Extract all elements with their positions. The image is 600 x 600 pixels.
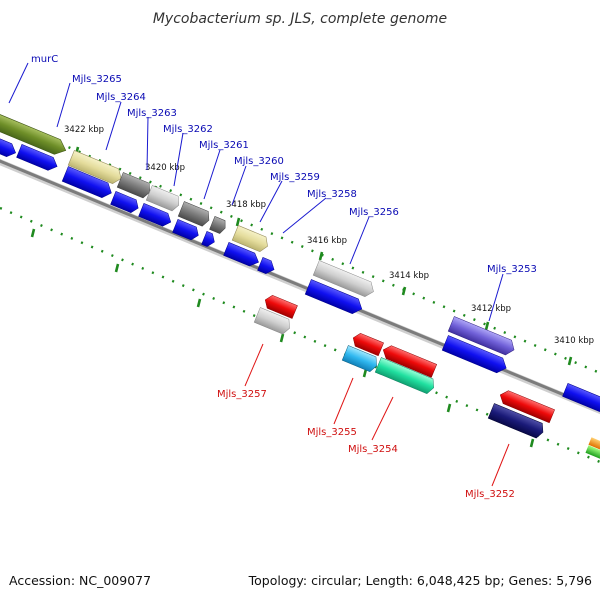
gene-label-Mjls_3260[interactable]: Mjls_3260: [234, 156, 284, 167]
scale-label-3412: 3412 kbp: [471, 304, 511, 314]
gene-label-Mjls_3259[interactable]: Mjls_3259: [270, 172, 320, 183]
gene-label-Mjls_3254[interactable]: Mjls_3254: [348, 444, 398, 455]
gene-arrow-blue-7[interactable]: [201, 231, 218, 248]
gene-label-Mjls_3253[interactable]: Mjls_3253: [487, 264, 537, 275]
gene-arrow-blue-8[interactable]: [223, 242, 262, 268]
gene-label-Mjls_3262[interactable]: Mjls_3262: [163, 124, 213, 135]
scale-labels: 3422 kbp 3420 kbp 3418 kbp 3416 kbp 3414…: [64, 125, 594, 346]
gene-labels-reverse: Mjls_3257 Mjls_3255 Mjls_3254 Mjls_3252: [217, 389, 515, 500]
accession-text: Accession: NC_009077: [9, 573, 151, 588]
gene-arrow-blue-2[interactable]: [16, 144, 60, 173]
gene-label-Mjls_3258[interactable]: Mjls_3258: [307, 189, 357, 200]
backbone: [0, 158, 600, 415]
leader-lines-reverse: [244, 343, 510, 487]
gene-murC-feature[interactable]: [0, 107, 69, 158]
gene-label-Mjls_3257[interactable]: Mjls_3257: [217, 389, 267, 400]
scale-label-3420: 3420 kbp: [145, 163, 185, 173]
gene-Mjls_3263-feature[interactable]: [145, 185, 182, 212]
gene-label-Mjls_3264[interactable]: Mjls_3264: [96, 92, 146, 103]
gene-arrow-red-3[interactable]: [381, 343, 438, 378]
scale-label-3422: 3422 kbp: [64, 125, 104, 135]
scale-ring-upper: [27, 128, 600, 375]
gene-arrow-red-1[interactable]: [263, 293, 298, 319]
gene-arrow-blue-1[interactable]: [0, 134, 18, 160]
gene-label-Mjls_3256[interactable]: Mjls_3256: [349, 207, 399, 218]
gene-fragment-orange[interactable]: [588, 437, 600, 457]
gene-Mjls_3264-feature[interactable]: [116, 172, 153, 199]
gene-arrow-blue-11[interactable]: [441, 335, 509, 375]
gene-label-Mjls_3255[interactable]: Mjls_3255: [307, 427, 357, 438]
scale-label-3418: 3418 kbp: [226, 200, 266, 210]
gene-Mjls_3255-feature[interactable]: [341, 345, 380, 373]
gene-arrow-blue-10[interactable]: [304, 279, 365, 316]
genome-summary-text: Topology: circular; Length: 6,048,425 bp…: [248, 573, 592, 588]
gene-Mjls_3253-feature[interactable]: [447, 316, 517, 357]
gene-arrow-red-2[interactable]: [351, 331, 384, 357]
gene-Mjls_3259-feature[interactable]: [231, 225, 270, 253]
scale-label-3410: 3410 kbp: [554, 336, 594, 346]
gene-arrow-blue-9[interactable]: [257, 257, 277, 276]
gene-fragment-green[interactable]: [585, 445, 600, 465]
gene-arrow-red-4[interactable]: [498, 388, 555, 424]
gene-label-Mjls_3263[interactable]: Mjls_3263: [127, 108, 177, 119]
gene-labels-forward: murC Mjls_3265 Mjls_3264 Mjls_3263 Mjls_…: [31, 54, 537, 275]
gene-Mjls_3256-feature[interactable]: [312, 260, 376, 299]
gene-arrow-blue-5[interactable]: [138, 203, 174, 228]
gene-arrow-blue-3[interactable]: [61, 166, 114, 200]
gene-label-murC[interactable]: murC: [31, 54, 58, 65]
gene-Mjls_3252-feature[interactable]: [487, 403, 546, 439]
gene-label-Mjls_3261[interactable]: Mjls_3261: [199, 140, 249, 151]
gene-Mjls_3262-feature[interactable]: [177, 201, 212, 227]
gene-arrow-blue-4[interactable]: [110, 191, 141, 214]
gene-arrow-blue-6[interactable]: [172, 219, 201, 242]
scale-label-3414: 3414 kbp: [389, 271, 429, 281]
gene-arrow-blue-12[interactable]: [562, 383, 600, 414]
major-ticks: [30, 146, 573, 448]
leader-lines-forward: [8, 62, 504, 322]
gene-Mjls_3257-feature[interactable]: [253, 307, 292, 335]
scale-label-3416: 3416 kbp: [307, 236, 347, 246]
map-title: Mycobacterium sp. JLS, complete genome: [153, 11, 447, 27]
gene-label-Mjls_3265[interactable]: Mjls_3265: [72, 74, 122, 85]
gene-Mjls_3265-feature[interactable]: [67, 150, 124, 185]
gene-Mjls_3261-feature[interactable]: [209, 216, 228, 234]
gene-Mjls_3254-feature[interactable]: [374, 357, 437, 395]
gene-label-Mjls_3252[interactable]: Mjls_3252: [465, 489, 515, 500]
gene-features: [0, 107, 600, 465]
